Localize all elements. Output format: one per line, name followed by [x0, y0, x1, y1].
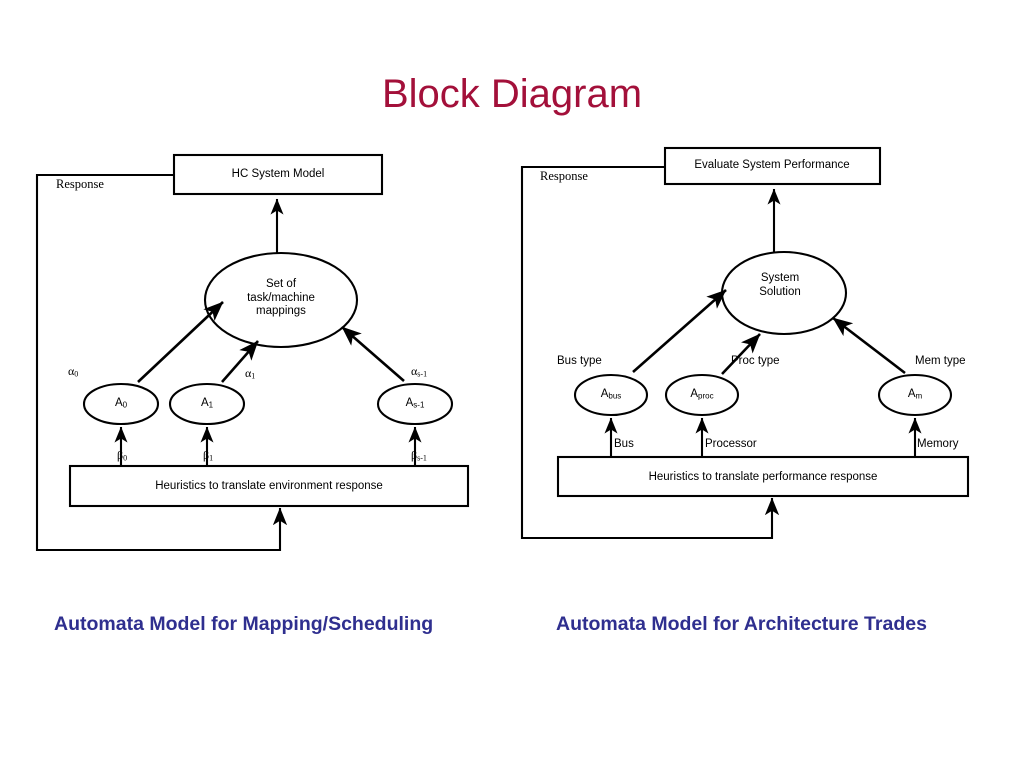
right-automaton-ellipse-0 — [573, 373, 649, 417]
right-type-arrow-1 — [721, 333, 761, 375]
beta-symbol-0: β — [117, 448, 124, 462]
left-automaton-ellipse-2 — [376, 382, 454, 426]
automaton-letter-bus: A — [600, 388, 609, 400]
alpha-sub-1: 1 — [251, 371, 256, 381]
left-alpha-label-2: αs-1 — [411, 364, 427, 379]
right-top-box — [663, 146, 882, 186]
left-diagram-caption: Automata Model for Mapping/Scheduling — [54, 613, 434, 635]
automaton-sub-0: 0 — [122, 400, 128, 410]
right-type-label-0: Bus type — [557, 355, 602, 367]
left-diagram-graphics — [35, 153, 470, 552]
automaton-sub-proc: proc — [698, 391, 714, 401]
left-automaton-label-1: A1 — [201, 397, 213, 411]
right-automaton-label-2: Am — [908, 388, 922, 402]
left-feedback-path — [35, 173, 288, 552]
right-type-arrow-0 — [632, 289, 727, 373]
beta-symbol-2: β — [411, 448, 418, 462]
right-center-ellipse-label: System Solution — [759, 272, 801, 299]
left-ellipse-line-2: mappings — [256, 305, 306, 318]
left-center-ellipse — [203, 251, 359, 349]
beta-sub-2: s-1 — [417, 453, 427, 463]
right-diagram-caption: Automata Model for Architecture Trades — [556, 613, 927, 635]
left-center-ellipse-label: Set of task/machine mappings — [247, 278, 315, 319]
left-automaton-label-2: As-1 — [406, 397, 425, 411]
alpha-symbol-0: α — [68, 364, 75, 378]
right-input-label-0: Bus — [614, 438, 634, 450]
right-diagram-graphics — [520, 146, 970, 540]
left-bottom-box — [68, 464, 470, 508]
right-ellipse-line-1: Solution — [759, 285, 801, 298]
left-alpha-label-0: α0 — [68, 364, 78, 379]
left-beta-label-1: β1 — [203, 448, 213, 463]
right-bottom-box — [556, 455, 970, 498]
left-alpha-arrow-2 — [341, 326, 405, 382]
left-top-box — [172, 153, 384, 196]
left-response-label: Response — [56, 177, 104, 191]
automaton-sub-bus: bus — [608, 391, 622, 401]
automaton-letter-proc: A — [690, 388, 699, 400]
automaton-sub-1: 1 — [208, 400, 214, 410]
left-alpha-arrow-0 — [137, 301, 224, 383]
left-automaton-ellipse-1 — [168, 382, 246, 426]
automaton-sub-2: s-1 — [413, 400, 425, 410]
beta-sub-1: 1 — [209, 453, 214, 463]
left-alpha-arrow-1 — [221, 340, 259, 383]
page-title: Block Diagram — [381, 72, 643, 116]
alpha-sub-2: s-1 — [417, 369, 428, 379]
left-alpha-label-1: α1 — [245, 366, 255, 381]
left-automaton-label-0: A0 — [115, 397, 127, 411]
alpha-symbol-2: α — [411, 364, 418, 378]
left-beta-label-2: βs-1 — [411, 448, 427, 463]
right-bottom-box-label: Heuristics to translate performance resp… — [648, 471, 878, 483]
automaton-letter-mem: A — [907, 388, 916, 400]
right-type-label-2: Mem type — [915, 355, 966, 367]
right-automaton-label-1: Aproc — [690, 388, 713, 402]
right-automaton-label-0: Abus — [601, 388, 622, 402]
left-bottom-box-label: Heuristics to translate environment resp… — [155, 480, 383, 492]
automaton-letter-0: A — [114, 397, 123, 409]
right-automaton-ellipse-2 — [877, 373, 953, 417]
beta-sub-0: 0 — [123, 453, 128, 463]
left-beta-label-0: β0 — [117, 448, 127, 463]
left-top-box-label: HC System Model — [231, 168, 325, 180]
right-type-arrow-2 — [832, 316, 906, 375]
alpha-symbol-1: α — [245, 366, 252, 380]
left-ellipse-line-0: Set of — [265, 278, 297, 290]
left-ellipse-line-1: task/machine — [247, 291, 315, 304]
right-input-label-2: Memory — [917, 438, 959, 450]
right-automaton-ellipse-1 — [664, 373, 740, 417]
right-type-label-1: Proc type — [731, 355, 780, 367]
alpha-sub-0: 0 — [74, 369, 79, 379]
right-response-label: Response — [540, 169, 588, 183]
left-automaton-ellipse-0 — [82, 382, 160, 426]
automaton-letter-1: A — [200, 397, 209, 409]
right-ellipse-line-0: System — [760, 272, 800, 284]
right-feedback-path — [520, 165, 780, 540]
automaton-letter-2: A — [405, 397, 414, 409]
automaton-sub-mem: m — [915, 391, 923, 401]
right-input-label-1: Processor — [705, 438, 757, 450]
right-top-box-label: Evaluate System Performance — [694, 159, 850, 171]
beta-symbol-1: β — [203, 448, 210, 462]
